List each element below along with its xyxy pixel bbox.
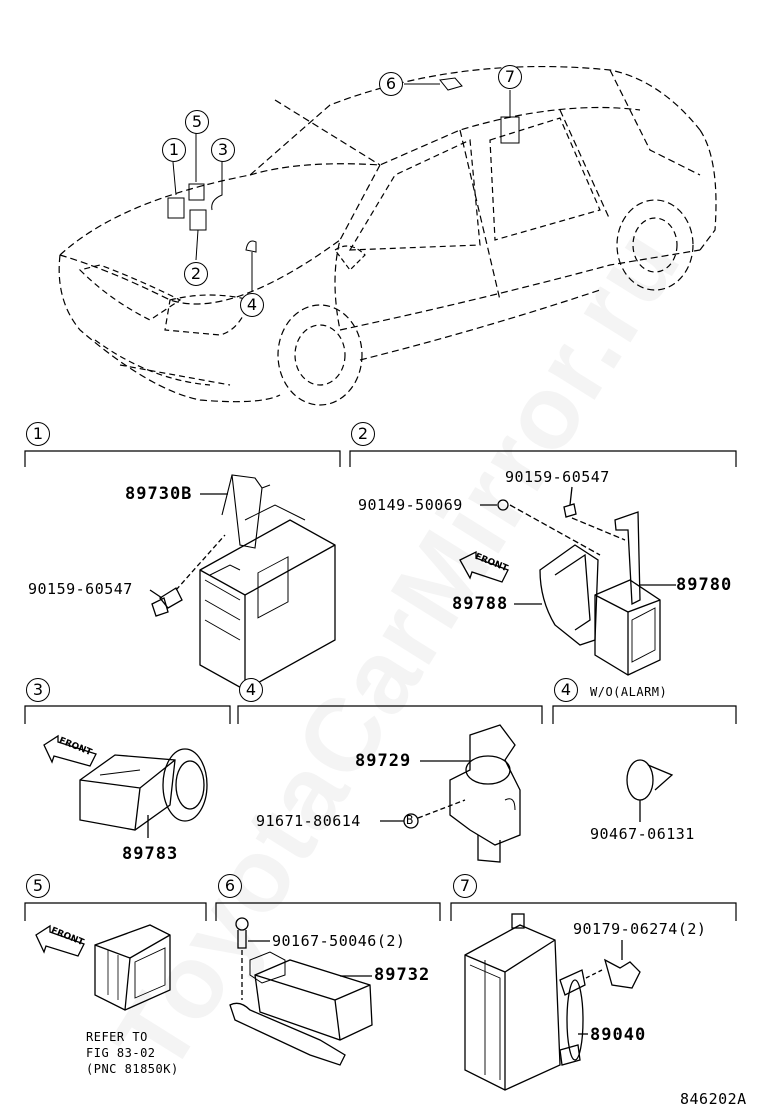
section-4a-drawing [380, 724, 521, 863]
callout-3: 3 [211, 138, 235, 162]
refer-line-1: REFER TO [86, 1030, 148, 1044]
refer-line-2: FIG 83-02 [86, 1046, 156, 1060]
part-89780: 89780 [676, 575, 733, 595]
part-90179-06274: 90179-06274(2) [573, 920, 707, 938]
section-6-marker: 6 [218, 874, 242, 898]
callout-2: 2 [184, 262, 208, 286]
section-1-drawing [149, 474, 336, 691]
section-2-marker: 2 [351, 422, 375, 446]
section-2-drawing [459, 486, 676, 676]
part-89040: 89040 [590, 1025, 647, 1045]
section-3-marker: 3 [26, 678, 50, 702]
part-89788: 89788 [452, 594, 509, 614]
section-4a-marker: 4 [239, 678, 263, 702]
section-7-marker: 7 [453, 874, 477, 898]
part-90467-06131: 90467-06131 [590, 825, 695, 843]
callout-4: 4 [240, 293, 264, 317]
section-3-drawing [43, 734, 208, 838]
part-91671-80614: 91671-80614 [256, 812, 361, 830]
section-5-marker: 5 [26, 874, 50, 898]
part-90167-50046: 90167-50046(2) [272, 932, 406, 950]
note-wo-alarm: W/O(ALARM) [590, 685, 668, 699]
part-90149-50069: 90149-50069 [358, 496, 463, 514]
part-89783: 89783 [122, 844, 179, 864]
fastener-mark-b: B [406, 813, 414, 827]
section-6-drawing [229, 917, 373, 1066]
callout-5: 5 [185, 110, 209, 134]
figure-code: 846202A [680, 1090, 747, 1108]
section-1-marker: 1 [26, 422, 50, 446]
callout-6: 6 [379, 72, 403, 96]
car-outline [58, 65, 717, 406]
section-brackets [24, 450, 737, 921]
part-90159-60547-s2: 90159-60547 [505, 468, 610, 486]
callout-7: 7 [498, 65, 522, 89]
section-4b-marker: 4 [554, 678, 578, 702]
part-89729: 89729 [355, 751, 412, 771]
part-89732: 89732 [374, 965, 431, 985]
part-89730B: 89730B [125, 484, 193, 504]
section-4b-drawing [626, 759, 674, 822]
callout-1: 1 [162, 138, 186, 162]
refer-line-3: (PNC 81850K) [86, 1062, 179, 1076]
part-90159-60547-s1: 90159-60547 [28, 580, 133, 598]
section-5-drawing [35, 924, 171, 1011]
section-7-drawing [464, 913, 641, 1091]
